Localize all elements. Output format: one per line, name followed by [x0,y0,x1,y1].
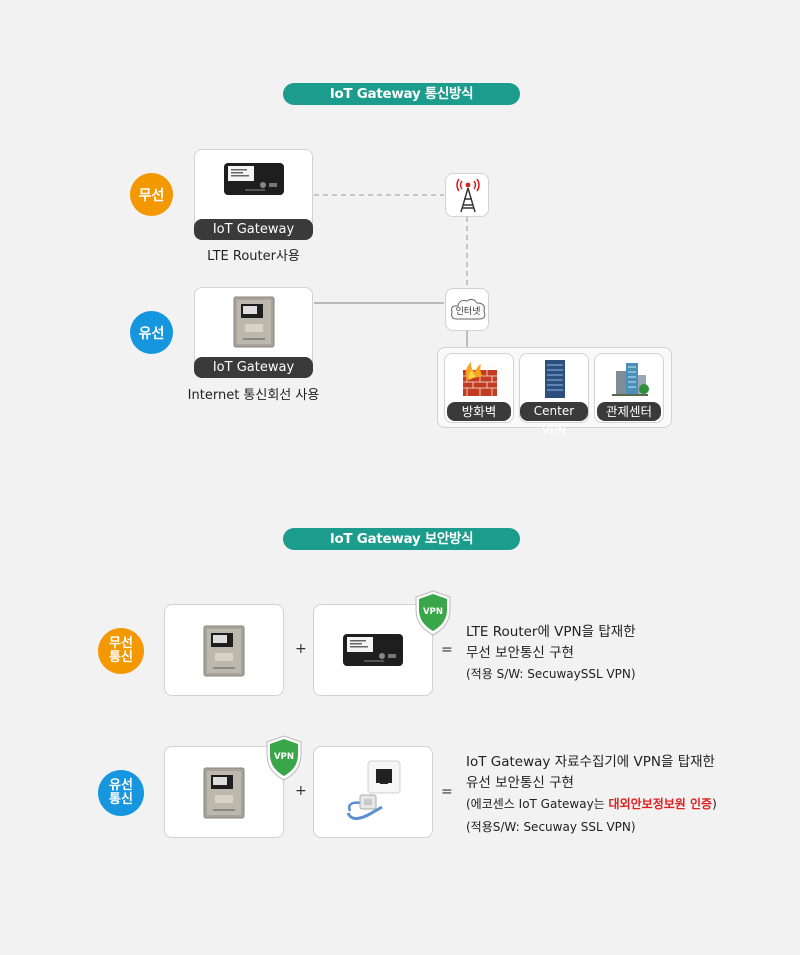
cloud-label: 인터넷 [455,307,481,317]
wired-desc-line-2: 유선 보안통신 구현 [466,775,574,791]
internet-node: 인터넷 [445,288,489,331]
wired-comm-badge: 유선 통신 [98,770,144,816]
control-center-label: 관제센터 [597,402,661,421]
equals-sign-1: = [441,642,453,658]
vpn-badge-text-1: VPN [423,607,443,617]
sec-title-pill: IoT Gateway 보안방식 [283,528,520,550]
cell-tower-icon [456,178,480,213]
center-vpn-label: Center VPN [520,402,588,437]
certification-highlight: 대외안보정보원 인증 [608,797,713,811]
wireless-desc-line-3: (적용 S/W: SecuwaySSL VPN) [466,667,636,681]
wired-badge: 유선 [130,311,173,354]
equals-sign-2: = [441,784,453,800]
wireless-comm-badge: 무선 통신 [98,628,144,674]
tower-node [445,173,489,217]
vpn-shield-icon [415,590,451,636]
wireless-desc-line-2: 무선 보안통신 구현 [466,645,574,661]
cloud-icon [451,298,486,320]
sec-lan-card [313,746,433,838]
iot-gateway-box-icon [233,296,275,348]
gateway-caption-box: Internet 통신회선 사용 [187,388,320,403]
wireless-badge: 무선 [130,173,173,216]
vpn-shield-1: VPN [414,590,452,636]
wired-desc-line-4: (적용S/W: Secuway SSL VPN) [466,820,636,834]
lte-router-icon [343,634,403,666]
center-vpn-card: Center VPN [519,353,589,437]
vpn-shield-2: VPN [265,735,303,781]
firewall-card: 방화벽 [444,353,514,423]
control-center-card: 관제센터 [594,353,664,423]
vpn-badge-text-2: VPN [274,752,294,762]
firewall-label: 방화벽 [447,402,511,421]
lte-router-icon [224,163,284,195]
comm-title-pill: IoT Gateway 통신방식 [283,83,520,105]
plus-sign-2: + [295,783,307,799]
iot-gateway-box-icon [203,625,245,677]
wired-desc-line-1: IoT Gateway 자료수집기에 VPN을 탑재한 [466,754,715,770]
sec-router-card [313,604,433,696]
wired-desc-line-3: (에코센스 IoT Gateway는 대외안보정보원 인증) [466,795,717,812]
gateway-card-box: IoT Gateway [194,287,313,378]
iot-gateway-box-icon [203,767,245,819]
firewall-icon [463,362,497,396]
sec-gateway-card-2 [164,746,284,838]
building-icon [612,363,649,396]
server-rack-icon [545,360,565,398]
gateway-card-lte: IoT Gateway [194,149,313,240]
sec-gateway-card-1 [164,604,284,696]
wired-desc-3-suffix: ) [712,797,717,811]
gateway-caption-lte: LTE Router사용 [207,249,300,264]
gateway-label-box: IoT Gateway [194,357,313,378]
connection-lines [314,194,468,347]
lan-port-icon [346,760,401,820]
wireless-desc-line-1: LTE Router에 VPN을 탑재한 [466,624,636,640]
vpn-shield-icon [266,735,302,781]
plus-sign-1: + [295,641,307,657]
wired-desc-3-prefix: (에코센스 IoT Gateway는 [466,797,609,811]
gateway-label-lte: IoT Gateway [194,219,313,240]
